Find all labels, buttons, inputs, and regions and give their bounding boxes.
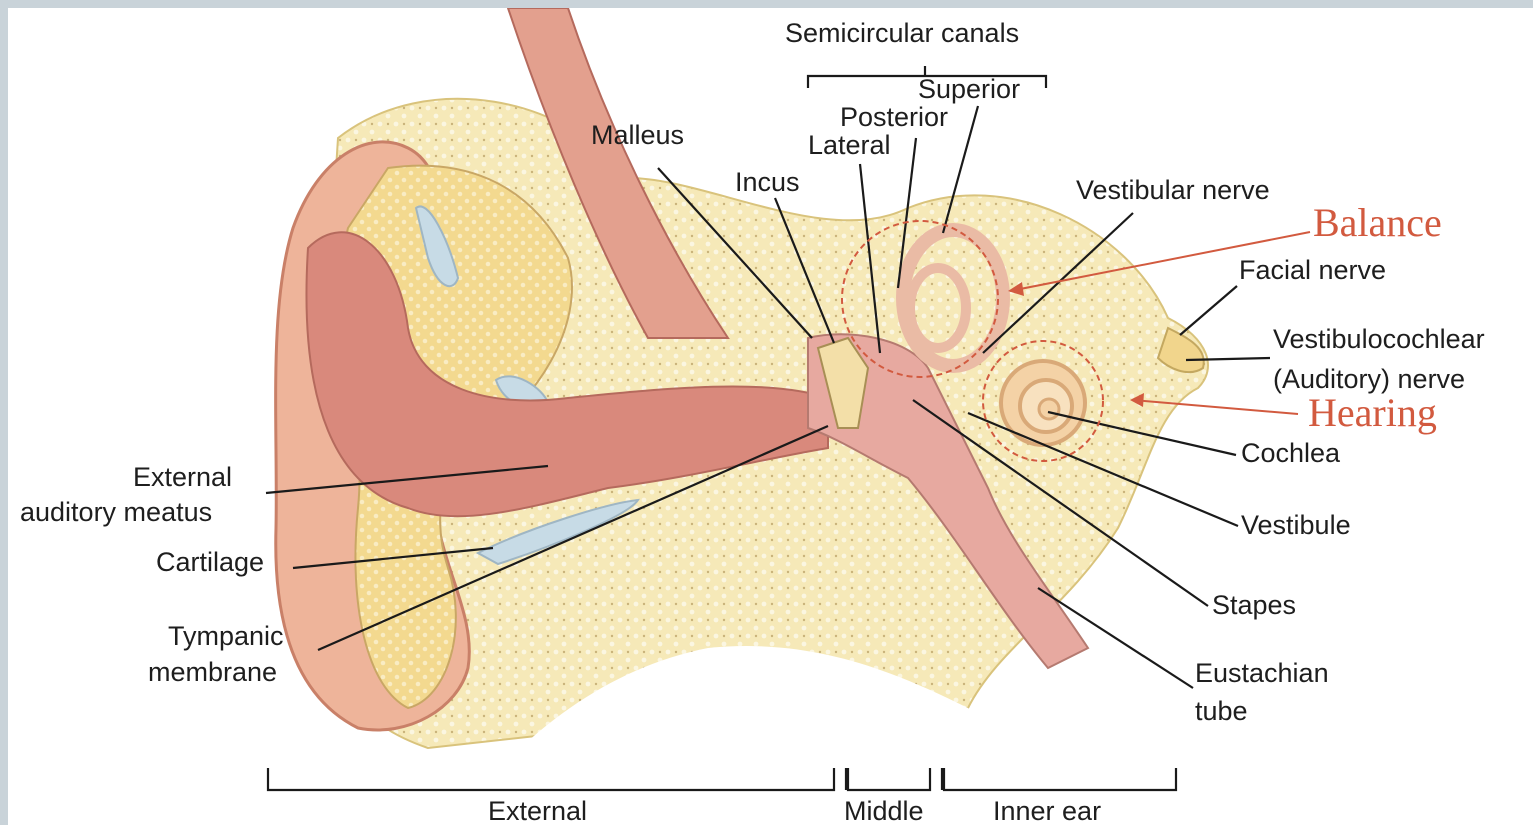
label-cochlea: Cochlea	[1241, 438, 1341, 468]
label-lateral: Lateral	[808, 130, 891, 160]
label-eustachian-line2: tube	[1195, 696, 1248, 726]
cochlea-core	[1039, 399, 1059, 419]
label-region-inner: Inner ear	[993, 796, 1101, 825]
label-region-middle: Middle	[844, 796, 924, 825]
label-eustachian-line1: Eustachian	[1195, 658, 1329, 688]
label-vestibule: Vestibule	[1241, 510, 1351, 540]
label-external-meatus-line1: External	[133, 462, 232, 492]
annotation-hearing: Hearing	[1308, 390, 1437, 435]
label-posterior: Posterior	[840, 102, 948, 132]
label-facial-nerve: Facial nerve	[1239, 255, 1386, 285]
label-cartilage: Cartilage	[156, 547, 264, 577]
label-region-external: External	[488, 796, 587, 825]
label-malleus: Malleus	[591, 120, 684, 150]
label-tympanic-line2: membrane	[148, 657, 277, 687]
label-tympanic-line1: Tympanic	[168, 621, 284, 651]
label-vestibulocochlear-line1: Vestibulocochlear	[1273, 324, 1485, 354]
annotation-balance: Balance	[1313, 200, 1442, 245]
label-external-meatus-line2: auditory meatus	[20, 497, 212, 527]
ear-anatomy-illustration: Semicircular canals Superior Posterior L…	[8, 8, 1533, 825]
ear-anatomy-diagram: Semicircular canals Superior Posterior L…	[8, 8, 1533, 825]
label-superior: Superior	[918, 74, 1020, 104]
label-incus: Incus	[735, 167, 800, 197]
label-semicircular-canals: Semicircular canals	[785, 18, 1019, 48]
label-stapes: Stapes	[1212, 590, 1296, 620]
label-vestibular-nerve: Vestibular nerve	[1076, 175, 1270, 205]
